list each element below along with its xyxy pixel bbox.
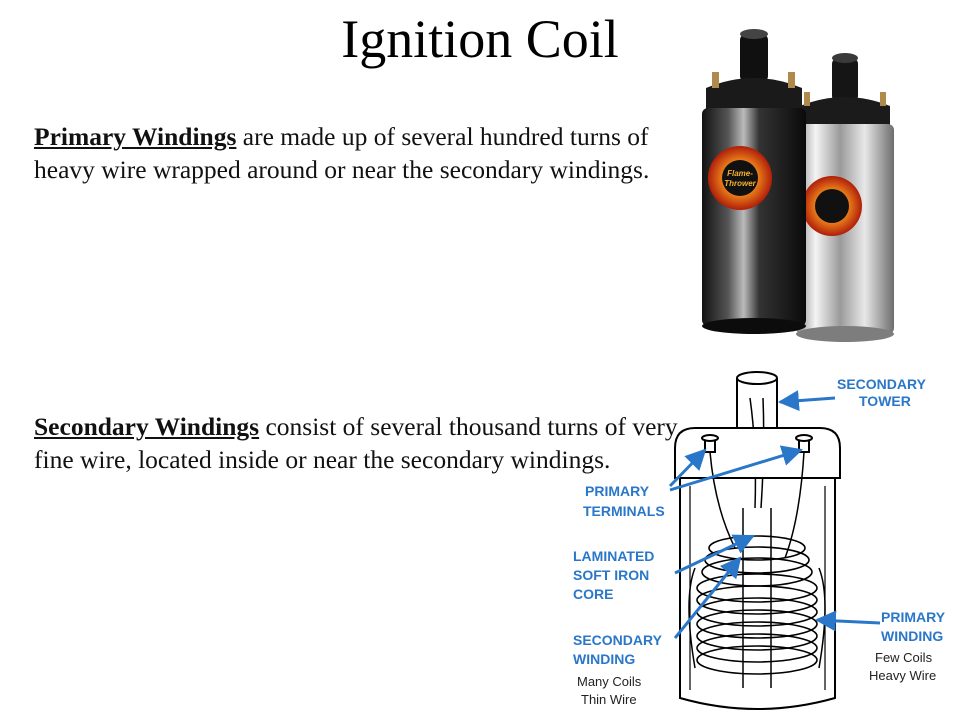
secondary-windings-paragraph: Secondary Windings consist of several th… bbox=[34, 410, 684, 476]
coil-drawing bbox=[674, 371, 841, 710]
label-laminated-2: SOFT IRON bbox=[573, 567, 649, 583]
label-primary-winding-2: WINDING bbox=[881, 628, 943, 644]
chrome-coil bbox=[796, 53, 894, 342]
badge-line-1: Flame- bbox=[727, 169, 753, 178]
label-primary-winding-4: Heavy Wire bbox=[869, 668, 936, 683]
label-primary-terminals-2: TERMINALS bbox=[583, 503, 665, 519]
label-secondary-tower-2: TOWER bbox=[859, 393, 911, 409]
callout-arrows bbox=[668, 390, 881, 639]
black-coil: Flame- Thrower bbox=[702, 29, 806, 334]
primary-windings-term: Primary Windings bbox=[34, 122, 237, 151]
label-secondary-winding-1: SECONDARY bbox=[573, 632, 663, 648]
ignition-coils-photo: Flame- Thrower bbox=[702, 29, 894, 342]
label-secondary-winding-3: Many Coils bbox=[577, 674, 642, 689]
label-secondary-winding-2: WINDING bbox=[573, 651, 635, 667]
label-primary-winding-3: Few Coils bbox=[875, 650, 933, 665]
label-primary-winding-1: PRIMARY bbox=[881, 609, 946, 625]
coil-cutaway-diagram: SECONDARY TOWER PRIMARY TERMINALS LAMINA… bbox=[573, 371, 946, 710]
slide-title: Ignition Coil bbox=[341, 9, 619, 69]
primary-windings-text: are made up of several hundred turns of … bbox=[34, 122, 650, 184]
label-laminated-3: CORE bbox=[573, 586, 613, 602]
primary-windings-paragraph: Primary Windings are made up of several … bbox=[34, 120, 654, 186]
secondary-windings-text: consist of several thousand turns of ver… bbox=[34, 412, 678, 474]
label-laminated-1: LAMINATED bbox=[573, 548, 654, 564]
label-secondary-winding-4: Thin Wire bbox=[581, 692, 637, 707]
badge-line-2: Thrower bbox=[724, 179, 756, 188]
secondary-windings-term: Secondary Windings bbox=[34, 412, 260, 441]
label-primary-terminals-1: PRIMARY bbox=[585, 483, 650, 499]
label-secondary-tower-1: SECONDARY bbox=[837, 376, 927, 392]
